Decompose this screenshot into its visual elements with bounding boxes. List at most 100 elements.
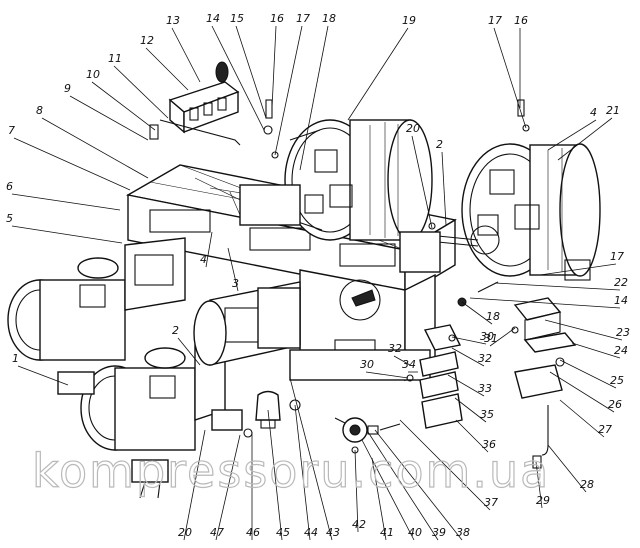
leader-line: [227, 247, 239, 292]
part-number-label: 31: [484, 332, 498, 345]
part-number-label: 10: [86, 68, 100, 81]
small-parts-right: [457, 281, 577, 469]
part-number-label: 16: [514, 14, 528, 27]
part-number-label: 1: [12, 352, 19, 365]
part-number-label: 28: [580, 478, 594, 491]
part-number-label: 43: [326, 526, 340, 539]
part-number-label: 2: [436, 138, 443, 151]
leader-line: [544, 319, 623, 341]
cylinder-right: [399, 143, 601, 281]
leader-line: [171, 27, 201, 83]
part-number-label: 33: [478, 382, 492, 395]
leader-line: [11, 225, 123, 244]
leader-line: [447, 374, 485, 397]
leader-line: [454, 397, 487, 423]
leader-line: [267, 409, 283, 541]
leader-line: [399, 419, 491, 511]
small-parts-top: [149, 99, 530, 230]
crank-housing: [289, 269, 436, 382]
part-number-label: 5: [6, 212, 13, 225]
leader-line: [354, 449, 359, 533]
leader-line: [493, 27, 527, 129]
part-number-label: 25: [610, 374, 624, 387]
part-number-label: 42: [352, 518, 366, 531]
leader-line: [559, 359, 617, 389]
part-number-label: 4: [200, 253, 207, 266]
part-number-label: 6: [6, 180, 13, 193]
part-number-label: 40: [408, 526, 422, 539]
leader-line: [215, 434, 241, 541]
part-number-label: 45: [276, 526, 290, 539]
cylinder-left-upper: [7, 237, 186, 361]
small-parts-center: [406, 324, 463, 429]
leader-line: [361, 439, 415, 541]
part-number-label: 36: [482, 438, 496, 451]
leader-line: [69, 95, 149, 141]
leader-line: [177, 337, 201, 366]
part-number-label: 9: [64, 82, 71, 95]
part-number-label: 24: [614, 344, 628, 357]
part-number-label: 27: [598, 423, 612, 436]
leader-line: [367, 431, 439, 541]
part-number-label: 2: [172, 324, 179, 337]
leader-line: [205, 231, 213, 268]
leader-line: [13, 137, 131, 191]
part-number-label: 29: [536, 494, 550, 507]
leader-line: [557, 117, 613, 161]
part-number-label: 20: [178, 526, 192, 539]
leader-line: [294, 404, 311, 541]
leader-line: [393, 355, 411, 366]
leader-line: [235, 25, 267, 119]
part-number-label: 22: [614, 276, 628, 289]
part-number-label: 34: [402, 358, 416, 371]
part-number-label: 47: [210, 526, 224, 539]
leader-line: [455, 419, 489, 453]
leader-line: [549, 371, 615, 413]
part-number-label: 46: [246, 526, 260, 539]
part-number-label: 16: [270, 12, 284, 25]
part-number-label: 21: [606, 104, 620, 117]
leader-line: [11, 193, 121, 211]
leader-line: [113, 65, 169, 119]
part-number-label: 17: [610, 250, 624, 263]
leader-line: [374, 429, 463, 541]
leader-line: [371, 457, 387, 541]
leader-line: [274, 25, 303, 156]
part-number-label: 17: [296, 12, 310, 25]
part-number-label: 18: [322, 12, 336, 25]
part-number-label: 30: [480, 330, 494, 343]
part-number-label: 13: [166, 14, 180, 27]
leader-line: [559, 399, 605, 438]
leader-line: [411, 135, 433, 229]
leader-line: [145, 47, 189, 91]
cylinder-upper: [239, 119, 433, 241]
part-number-label: 32: [388, 342, 402, 355]
part-number-label: 39: [432, 526, 446, 539]
leader-line: [494, 282, 621, 291]
leader-line: [91, 81, 156, 131]
part-number-label: 7: [8, 124, 15, 137]
part-number-label: 18: [486, 310, 500, 323]
small-parts-bottom: [243, 390, 401, 454]
part-number-label: 26: [608, 398, 622, 411]
leader-line: [289, 377, 333, 541]
leader-line: [469, 297, 621, 309]
part-number-label: 12: [140, 34, 154, 47]
leader-line: [547, 119, 597, 151]
leader-line: [451, 347, 485, 367]
leader-line: [539, 263, 617, 276]
leader-line: [211, 25, 265, 131]
part-number-label: 37: [484, 496, 498, 509]
crosshead-guides: [193, 281, 301, 366]
leader-line: [441, 151, 447, 226]
leader-line: [41, 117, 149, 179]
part-number-label: 23: [616, 326, 630, 339]
leader-line: [535, 461, 543, 509]
supports: [57, 371, 243, 499]
part-number-label: 32: [478, 352, 492, 365]
leader-line: [489, 327, 516, 347]
part-number-label: 14: [206, 12, 220, 25]
part-number-label: 30: [360, 358, 374, 371]
